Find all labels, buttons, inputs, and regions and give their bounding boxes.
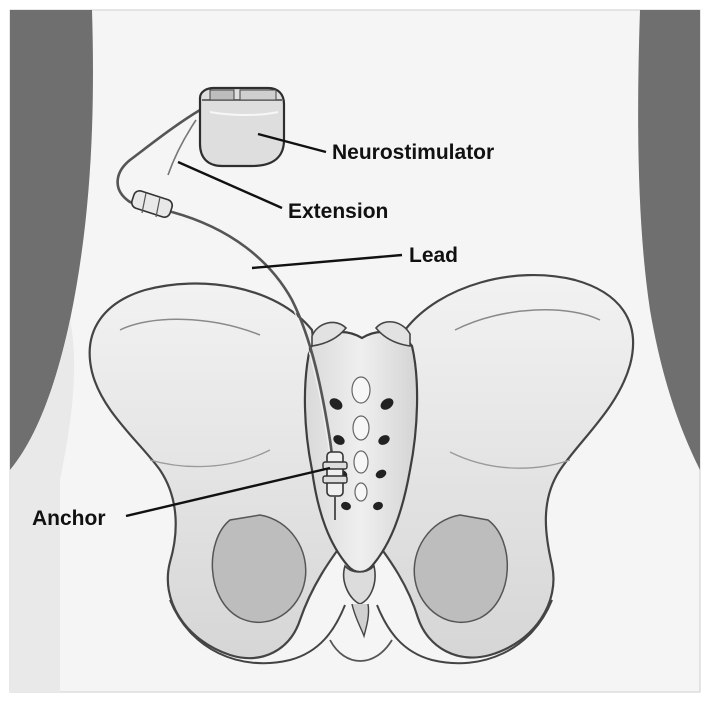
label-neurostimulator: Neurostimulator [332,142,494,163]
label-anchor: Anchor [32,508,106,529]
label-lead: Lead [409,245,458,266]
label-extension: Extension [288,201,388,222]
neurostimulator-device [200,88,284,166]
